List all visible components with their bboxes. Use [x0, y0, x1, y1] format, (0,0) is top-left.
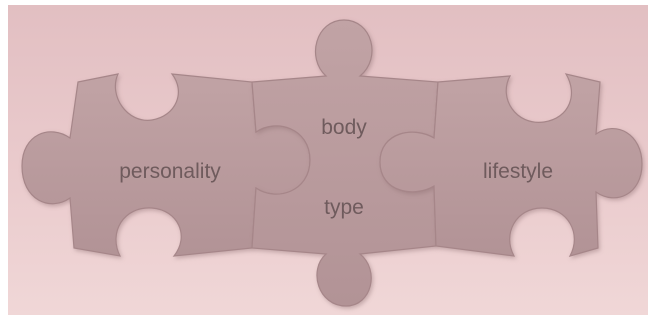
label-personality: personality — [119, 160, 221, 183]
label-type: type — [324, 196, 364, 219]
label-body: body — [321, 116, 367, 139]
label-lifestyle: lifestyle — [483, 160, 553, 183]
